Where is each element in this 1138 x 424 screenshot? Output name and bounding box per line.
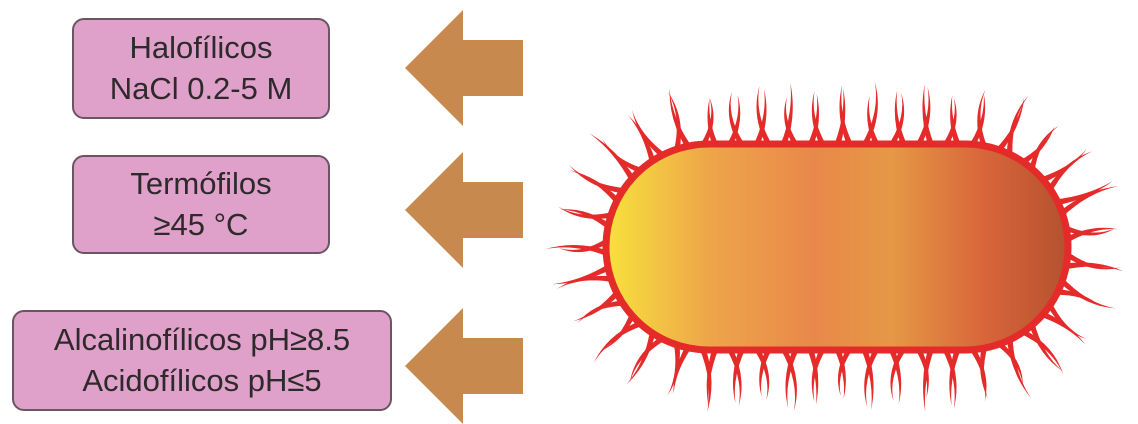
flagellum [589,133,635,183]
thermophiles-label: Termófilos [130,164,271,205]
left-arrow-icon [405,10,523,126]
alkaliphiles-label: Alcalinofílicos pH≥8.5 [54,320,350,361]
flagellum [1007,95,1029,157]
flagellum [834,88,845,146]
ph-extremophiles-box: Alcalinofílicos pH≥8.5 Acidofílicos pH≤5 [12,310,392,411]
thermophiles-condition: ≥45 °C [154,205,249,246]
flagellum [1039,149,1087,183]
flagellum [569,165,627,194]
left-arrow-icon [405,152,523,268]
cell-body [606,144,1068,350]
halophiles-box: Halofílicos NaCl 0.2-5 M [72,18,330,119]
flagellum [1054,181,1113,205]
acidophiles-label: Acidofílicos pH≤5 [82,361,321,402]
flagellum [670,89,693,149]
flagellum [1018,329,1063,375]
flagellum [594,321,645,363]
left-arrow-icon [405,308,523,424]
halophiles-label: Halofílicos [130,28,273,69]
bacterium-icon [538,72,1138,418]
thermophiles-box: Termófilos ≥45 °C [72,155,330,254]
flagellum [699,348,711,413]
halophiles-condition: NaCl 0.2-5 M [110,69,293,110]
